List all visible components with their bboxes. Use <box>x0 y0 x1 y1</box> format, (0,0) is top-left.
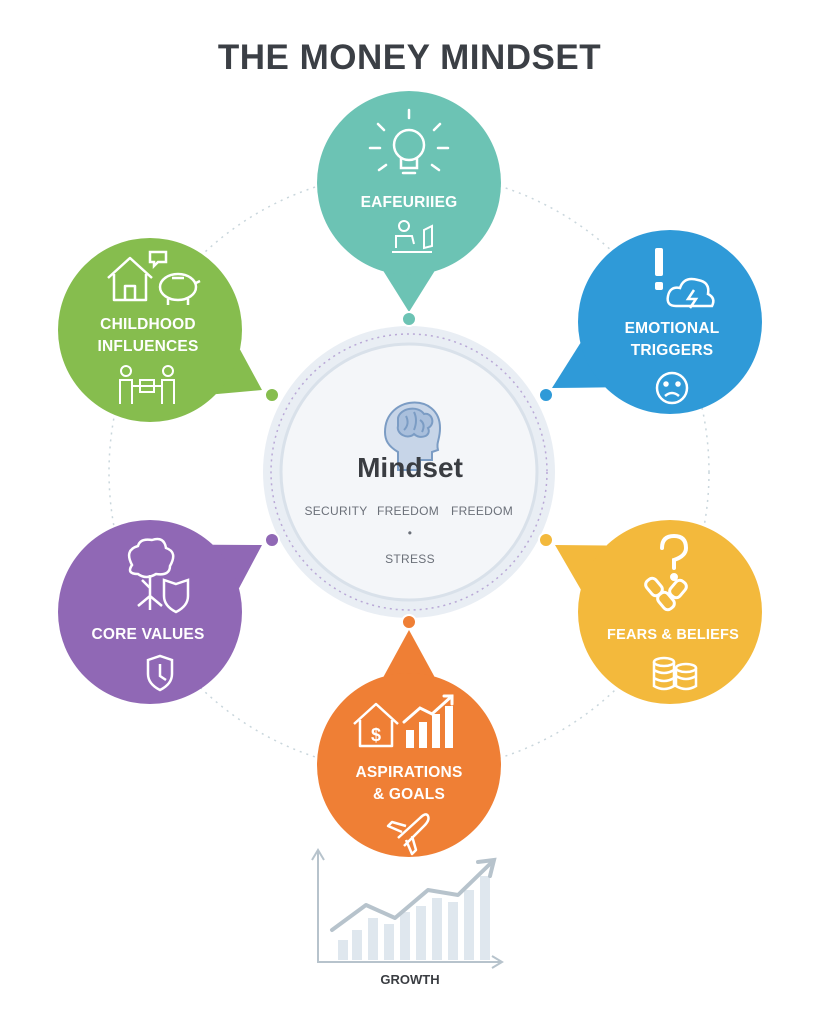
tree-icon <box>127 537 175 610</box>
growth-bar <box>416 906 426 960</box>
bubble-tail-childhood <box>215 349 262 395</box>
outer-dotted-ring <box>108 171 710 773</box>
bubble-tail-emotional <box>552 342 606 388</box>
bar-chart-icon <box>406 706 453 748</box>
svg-text:$: $ <box>371 725 381 745</box>
center-word-freedom-2: FREEDOM <box>450 504 514 518</box>
growth-bar <box>400 912 410 960</box>
center-separator-dot: • <box>407 526 413 540</box>
house-dollar-icon <box>353 702 399 748</box>
dot-emotional <box>538 387 554 403</box>
center-word-security: SECURITY <box>304 504 368 518</box>
bubble-aspirations <box>317 673 501 857</box>
center-word-stress: STRESS <box>385 552 435 566</box>
shield-icon <box>146 578 190 692</box>
chain-icon <box>644 576 688 612</box>
node-label-aspirations: ASPIRATIONS & GOALS <box>355 764 463 803</box>
growth-label: GROWTH <box>380 972 440 987</box>
storm-cloud-icon <box>666 277 715 309</box>
airplane-icon <box>386 813 430 856</box>
bubble-top <box>317 91 501 275</box>
node-label-emotional: EMOTIONAL TRIGGERS <box>624 320 720 359</box>
head-brain-icon <box>383 401 442 471</box>
exclamation-icon <box>655 248 663 290</box>
node-label-top: EAFEURIIEG <box>360 194 458 211</box>
growth-bar <box>368 918 378 960</box>
growth-bar <box>384 924 394 960</box>
question-mark-icon <box>660 533 689 581</box>
lightbulb-icon <box>368 108 450 175</box>
center-disc <box>279 342 539 602</box>
person-at-desk-icon <box>392 220 433 253</box>
growth-chart-icon <box>311 848 504 969</box>
growth-bar <box>338 940 348 960</box>
bubble-tail-core <box>212 544 262 589</box>
growth-bar <box>448 902 458 960</box>
bubble-tail-top <box>383 271 435 312</box>
bubble-emotional <box>578 230 762 414</box>
node-label-childhood: CHILDHOOD INFLUENCES <box>97 316 199 355</box>
dot-core <box>264 532 280 548</box>
center-dotted-ring <box>270 333 548 611</box>
people-icon <box>119 365 175 404</box>
bubble-fears <box>578 520 762 704</box>
dot-childhood <box>264 387 280 403</box>
center-label: Mindset <box>357 452 463 483</box>
growth-bar <box>480 876 490 960</box>
page-title: THE MONEY MINDSET <box>217 38 602 77</box>
dot-top <box>401 311 417 327</box>
node-label-core: CORE VALUES <box>91 626 205 643</box>
dot-aspirations <box>401 614 417 630</box>
piggy-bank-icon <box>148 250 201 305</box>
bubble-core <box>58 520 242 704</box>
house-icon <box>107 256 153 302</box>
center-word-freedom-1: FREEDOM <box>376 504 440 518</box>
node-label-fears: FEARS & BELIEFS <box>607 627 739 643</box>
worried-face-icon <box>655 371 689 405</box>
coins-icon <box>652 656 698 691</box>
bubble-tail-fears <box>555 545 607 590</box>
growth-bar <box>432 898 442 960</box>
bubble-tail-aspirations <box>383 630 435 677</box>
growth-bar <box>352 930 362 960</box>
growth-bar <box>464 890 474 960</box>
dot-fears <box>538 532 554 548</box>
